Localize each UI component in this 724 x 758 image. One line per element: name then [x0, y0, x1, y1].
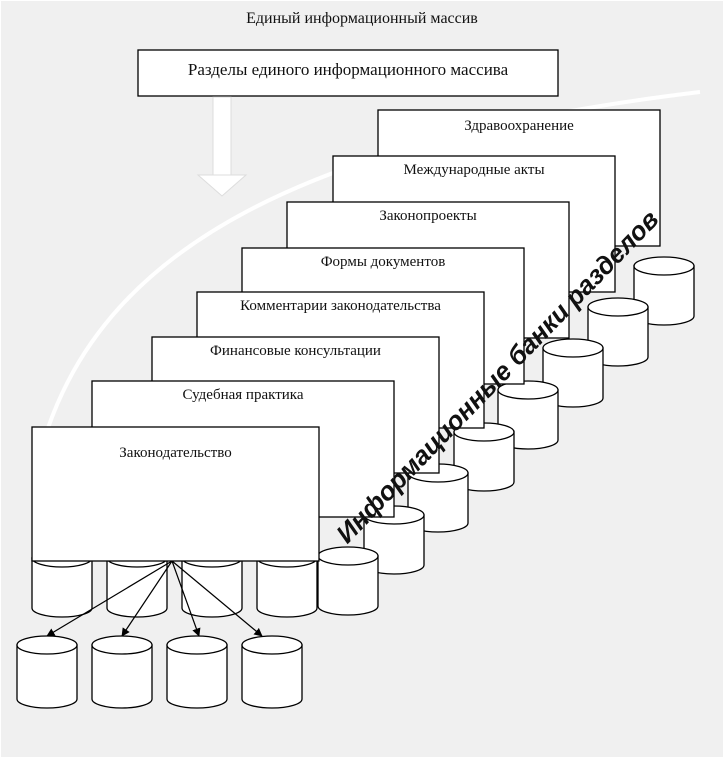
- cylinder-top: [633, 256, 695, 276]
- fan-arrow-2: [121, 560, 173, 637]
- section-label: Комментарии законодательства: [240, 298, 441, 314]
- header-box-label: Разделы единого информационного массива: [187, 60, 509, 79]
- cylinder-body: [166, 644, 228, 709]
- section-label: Судебная практика: [182, 387, 303, 403]
- section-label: Законопроекты: [379, 208, 476, 224]
- bottom-cylinder-1: [16, 635, 78, 709]
- section-box: [31, 426, 320, 562]
- cylinder-top: [166, 635, 228, 655]
- section-page-8: Законодательство: [31, 426, 320, 562]
- cylinder-body: [256, 557, 318, 618]
- fan-arrow-1: [46, 560, 173, 637]
- cylinder-top: [587, 297, 649, 317]
- section-label: Формы документов: [321, 254, 446, 270]
- section-label: Финансовые консультации: [210, 343, 381, 359]
- cylinder-top: [241, 635, 303, 655]
- diagram-title: Единый информационный массив: [246, 10, 478, 27]
- bottom-cylinder-2: [91, 635, 153, 709]
- section-label: Законодательство: [119, 445, 231, 461]
- cylinder-body: [91, 644, 153, 709]
- cylinder-top: [16, 635, 78, 655]
- right-cylinder-1: [633, 256, 695, 326]
- cylinder-top: [317, 546, 379, 566]
- down-arrow-head: [196, 174, 248, 197]
- fan-arrow-4: [171, 560, 263, 637]
- down-arrow-shaft: [212, 96, 232, 178]
- cylinder-body: [181, 557, 243, 618]
- cylinder-body: [317, 555, 379, 616]
- cylinder-top: [497, 380, 559, 400]
- header-box: [137, 49, 559, 97]
- fan-arrow-3: [171, 560, 201, 637]
- right-cylinder-8: [317, 546, 379, 616]
- cylinder-body: [241, 644, 303, 709]
- cylinder-top: [91, 635, 153, 655]
- cylinder-top: [542, 338, 604, 358]
- section-label: Международные акты: [403, 162, 544, 178]
- section-label: Здравоохранение: [464, 118, 574, 134]
- bottom-cylinder-4: [241, 635, 303, 709]
- bottom-cylinder-3: [166, 635, 228, 709]
- cylinder-body: [16, 644, 78, 709]
